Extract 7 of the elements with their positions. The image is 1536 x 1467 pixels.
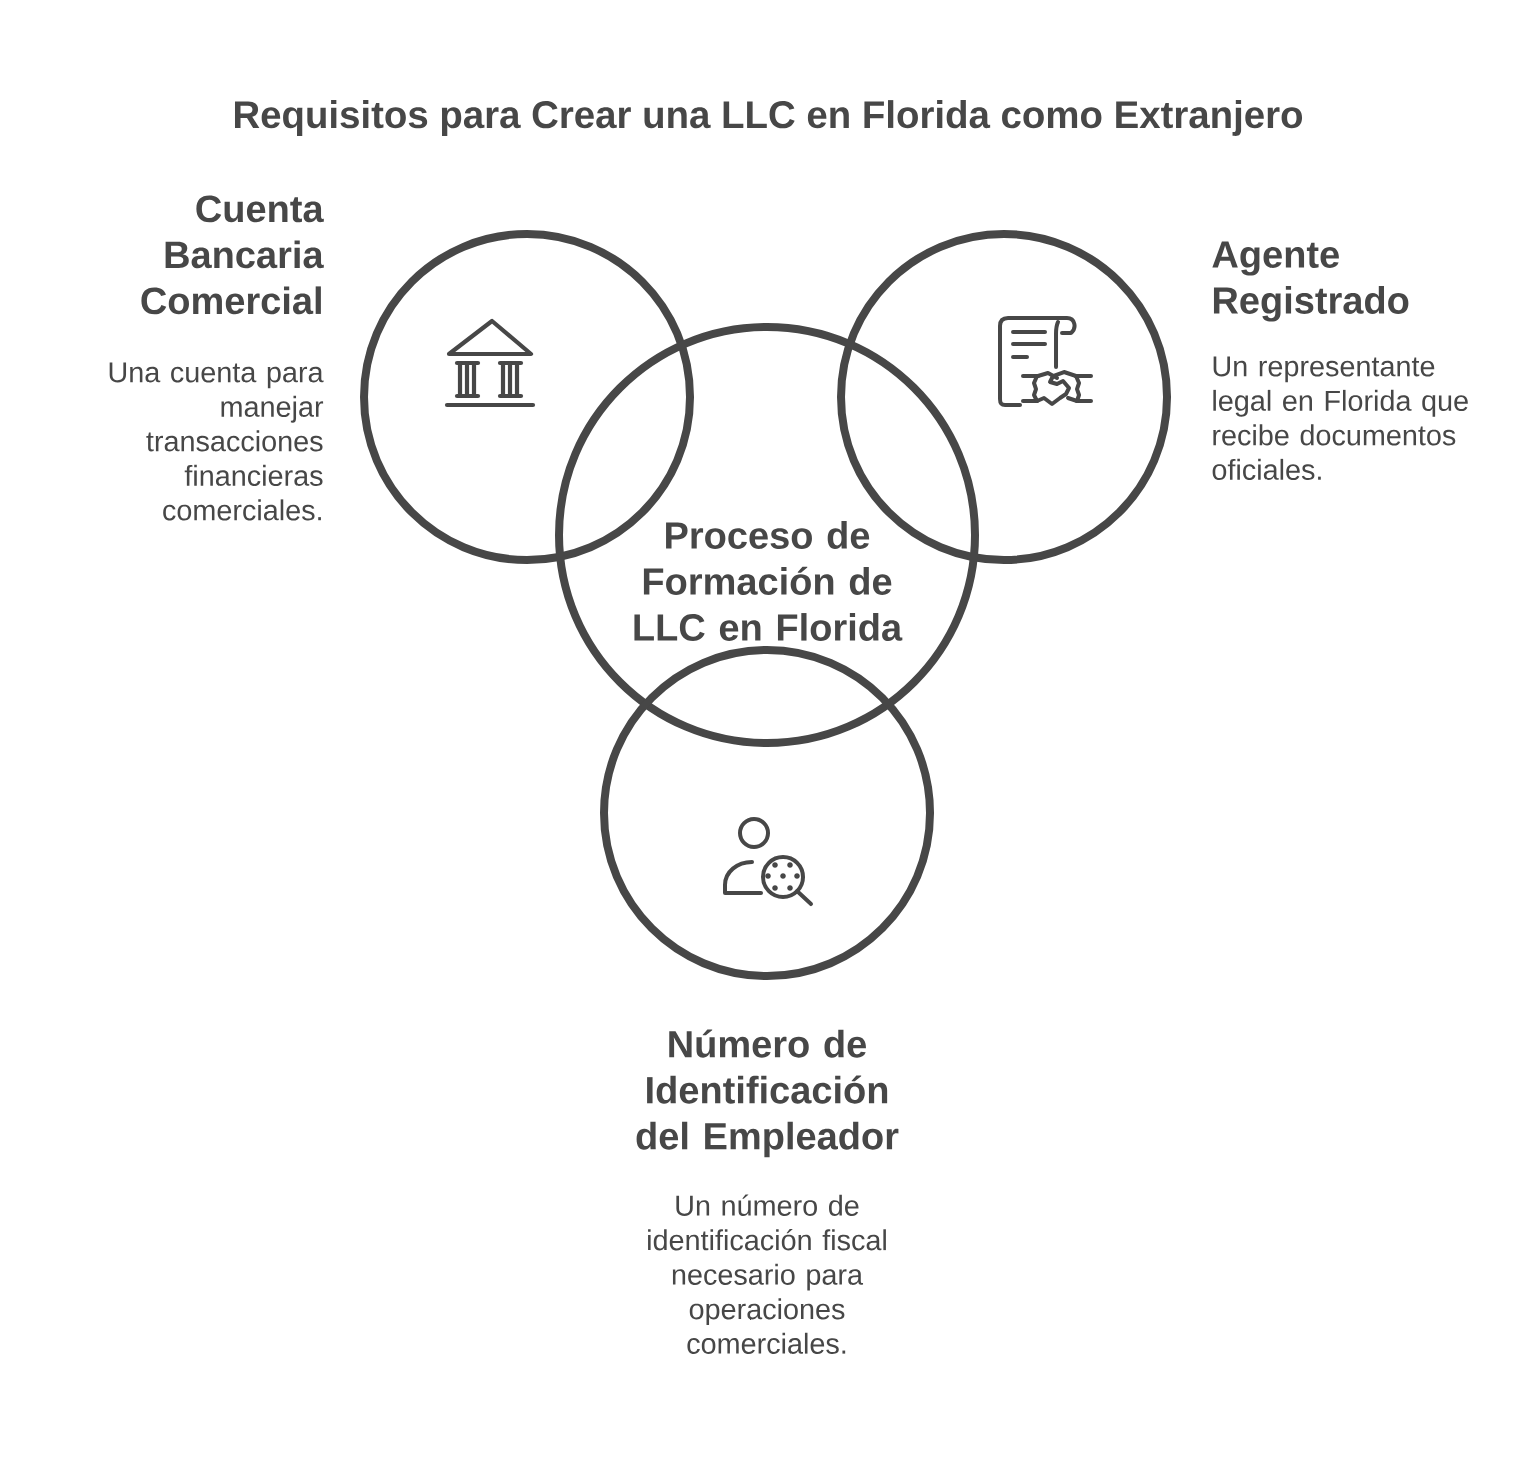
heading: Cuenta Bancaria Comercial [141, 195, 324, 315]
description: Una cuenta para manejar transacciones financieras comerciales. [109, 362, 324, 521]
description: Un representante legal en Florida que recibe documentos oficiales. [1212, 356, 1468, 480]
title: Requisitos para Crear una LLC en Florida como Extranjero [235, 100, 1303, 136]
heading: Agente Registrado [1212, 241, 1409, 322]
heading: Número de Identificación del Empleador [636, 1029, 899, 1158]
description: Un número de identificación fiscal necesario para operaciones comerciales. [648, 1194, 886, 1354]
